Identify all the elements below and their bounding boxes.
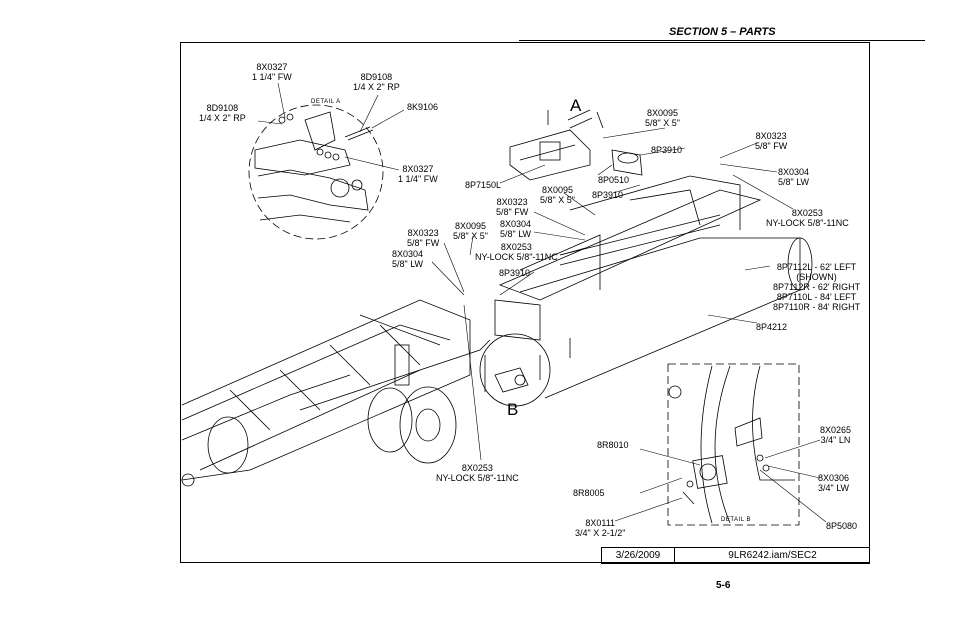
callout-8r8005: 8R8005 [573, 488, 605, 498]
hitch-bracket [509, 109, 643, 181]
detail-b-label: DETAIL B [721, 517, 752, 523]
callout-8p7112l-list: 8P7112L - 62' LEFT(SHOWN)8P7112R - 62' R… [773, 262, 861, 312]
roller-drum [479, 175, 813, 407]
callout-8p0510: 8P0510 [598, 175, 630, 185]
callout-8p5080: 8P5080 [826, 521, 858, 531]
drawing-frame [180, 42, 870, 563]
title-block-file: 9LR6242.iam/SEC2 [674, 547, 870, 564]
header-rule [519, 40, 925, 41]
leader-lines [257, 82, 827, 523]
callout-8r8010: 8R8010 [597, 440, 629, 450]
page-number: 5-6 [716, 580, 731, 591]
callout-8p3910-b: 8P3910 [592, 190, 624, 200]
callout-8p4212: 8P4212 [756, 322, 788, 332]
callout-8p7150l: 8P7150L [465, 180, 502, 190]
detail-b-parts [668, 365, 795, 524]
callout-8p3910-a: 8P3910 [651, 145, 683, 155]
view-letter-a: A [570, 96, 582, 115]
hitch-frame [181, 299, 491, 487]
detail-a-parts [254, 111, 374, 223]
center-pin [484, 338, 571, 393]
title-block-date: 3/26/2009 [601, 547, 675, 564]
detail-a-circle [248, 104, 384, 240]
callout-8k9106: 8K9106 [407, 102, 439, 112]
detail-a-label: DETAIL A [311, 99, 341, 105]
callout-8p3910-c: 8P3910 [499, 268, 531, 278]
section-title: SECTION 5 – PARTS [669, 26, 776, 38]
view-letter-b: B [507, 400, 519, 419]
detail-b-box [667, 363, 800, 526]
